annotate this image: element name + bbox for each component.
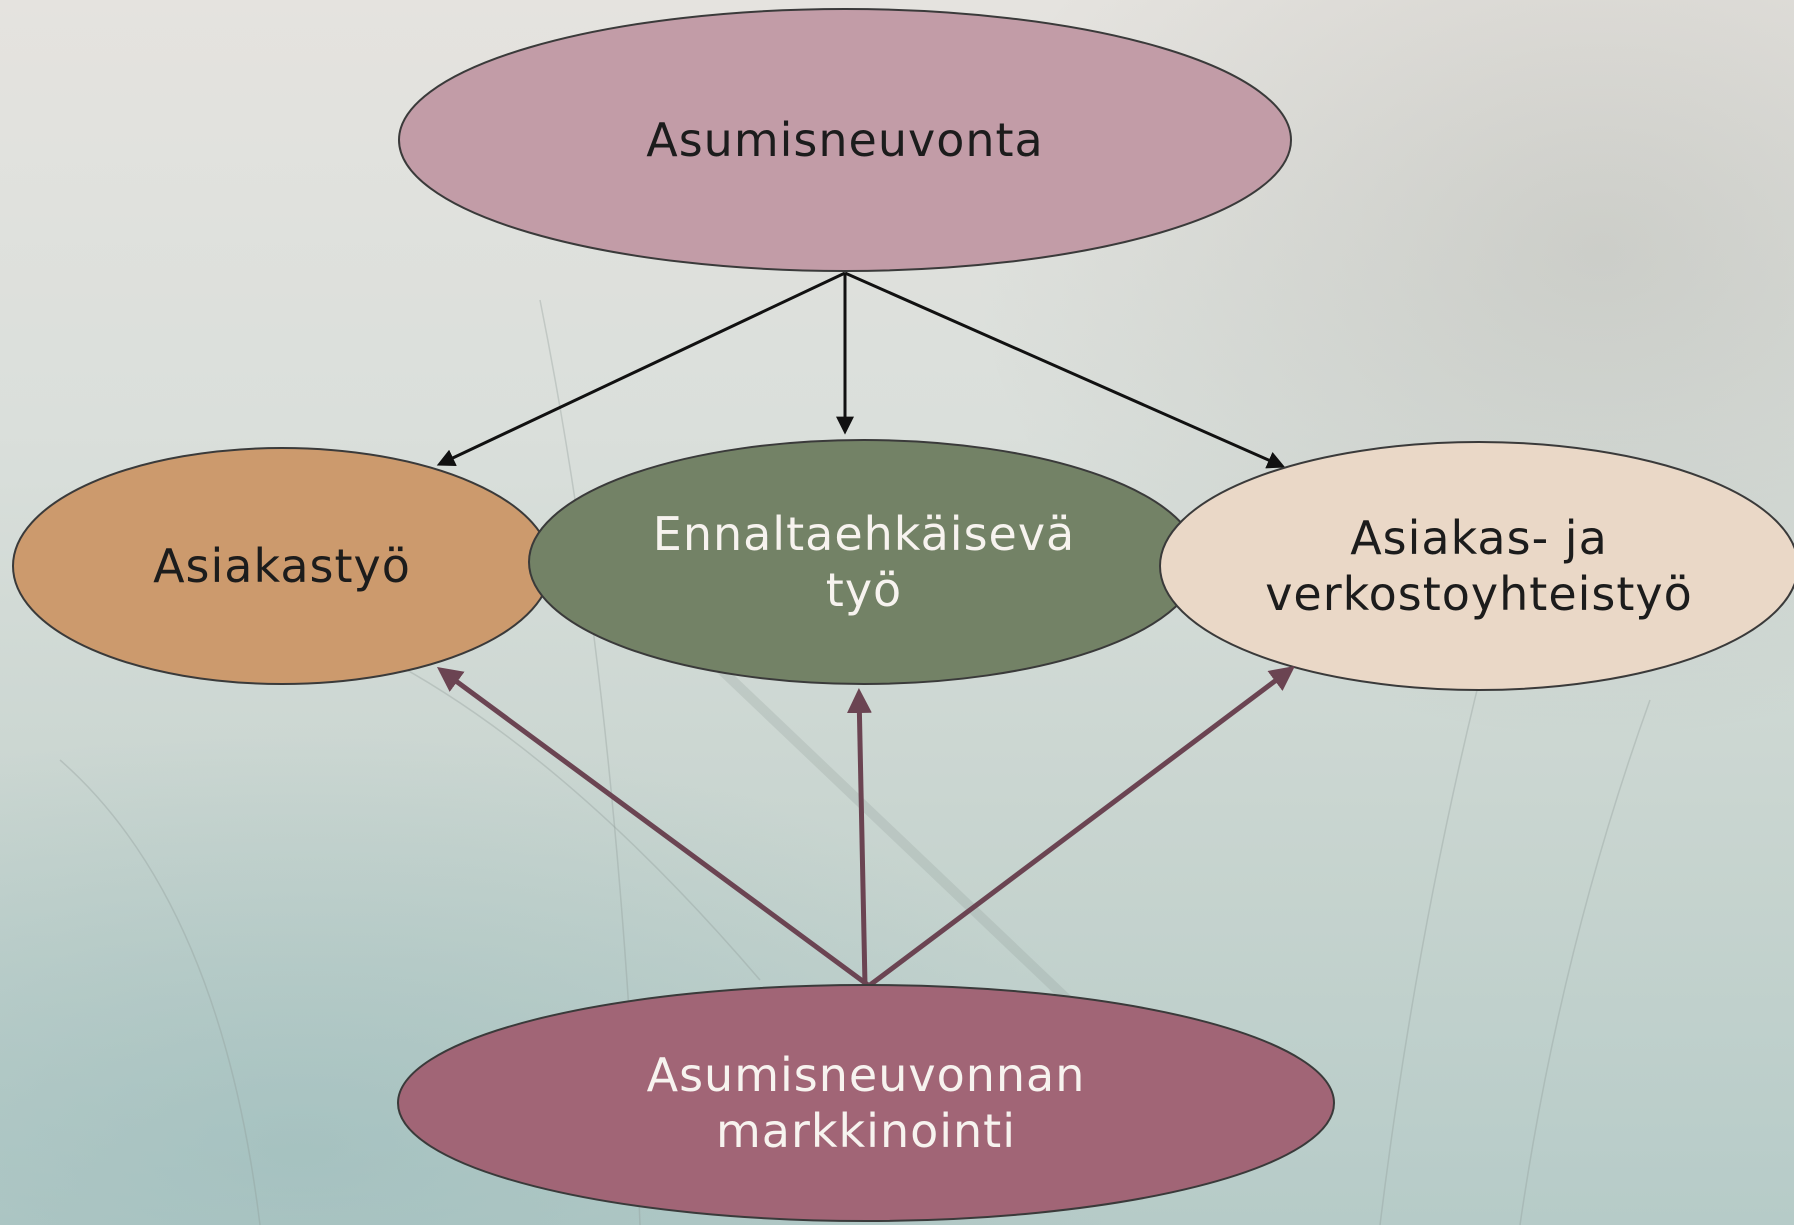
arrow-top-to-left bbox=[436, 271, 846, 466]
arrow-bottom-to-right bbox=[868, 665, 1295, 987]
bottom-node-label: Asumisneuvonnan markkinointi bbox=[398, 985, 1334, 1221]
right-ellipse bbox=[1159, 441, 1794, 691]
top-ellipse bbox=[398, 8, 1292, 272]
arrow-bottom-to-left bbox=[436, 667, 870, 988]
right-node-label: Asiakas- ja verkostoyhteistyö bbox=[1160, 442, 1794, 690]
top-node-text: Asumisneuvonta bbox=[646, 113, 1044, 167]
bottom-node-line2: markkinointi bbox=[715, 1104, 1017, 1158]
center-node-label: Ennaltaehkäisevä työ bbox=[529, 440, 1199, 684]
right-node-line1: Asiakas- ja bbox=[1350, 511, 1608, 565]
center-node-line2: työ bbox=[825, 563, 903, 617]
bottom-ellipse bbox=[397, 984, 1335, 1222]
left-node-label: Asiakastyö bbox=[13, 448, 551, 684]
right-node-line2: verkostoyhteistyö bbox=[1265, 567, 1693, 621]
bottom-node-line1: Asumisneuvonnan bbox=[646, 1048, 1086, 1102]
center-node-line1: Ennaltaehkäisevä bbox=[652, 507, 1076, 561]
arrow-top-to-right bbox=[844, 271, 1286, 469]
arrow-bottom-to-center bbox=[846, 688, 872, 986]
top-node-label: Asumisneuvonta bbox=[399, 9, 1291, 271]
left-node-text: Asiakastyö bbox=[153, 539, 411, 593]
